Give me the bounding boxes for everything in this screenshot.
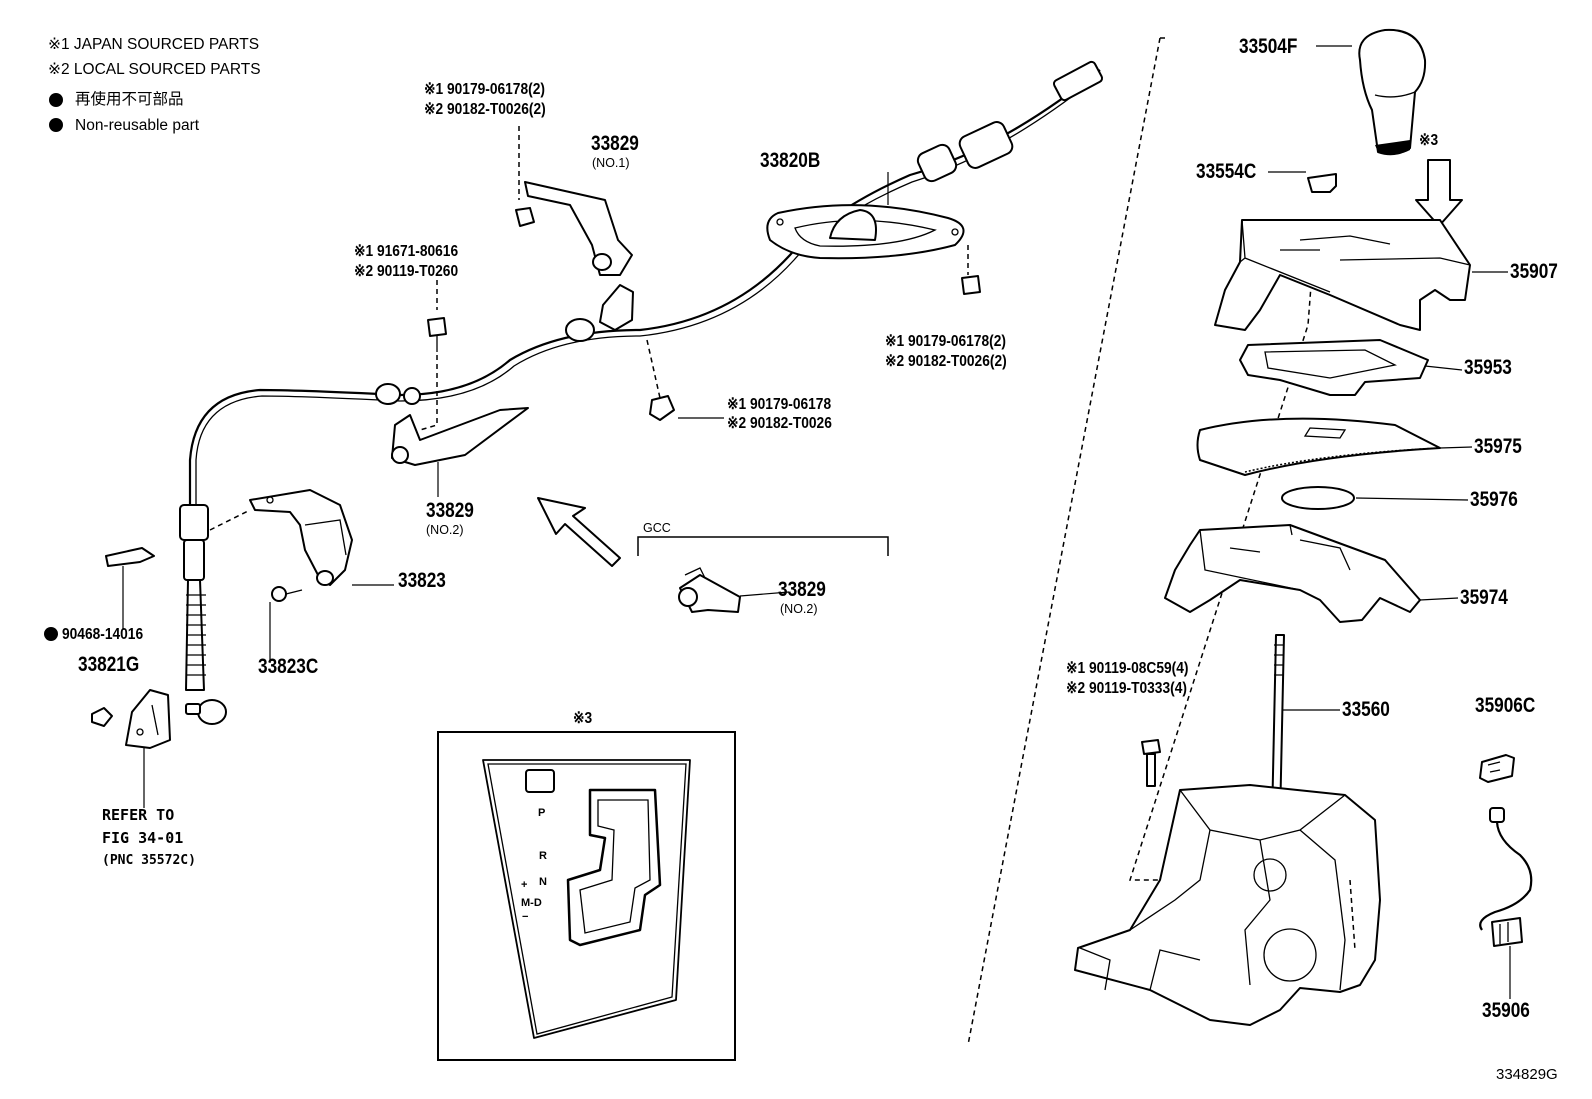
seal-35976 [1281, 486, 1355, 510]
label-33829-gcc: 33829 [778, 578, 826, 601]
clip-90468 [105, 547, 155, 567]
label-no2-gcc: (NO.2) [780, 602, 818, 616]
label-mark3-box: ※3 [573, 710, 593, 727]
legend-nonreuse-jp: 再使用不可部品 [75, 91, 184, 108]
gear-label-minus: − [522, 911, 529, 923]
shift-knob-33504f [1358, 28, 1427, 156]
label-nut2b-jp: ※1 90179-06178(2) [885, 333, 1006, 350]
figure-code: 334829G [1496, 1066, 1558, 1083]
label-no2: (NO.2) [426, 523, 464, 537]
nonreusable-dot-90468 [44, 627, 58, 641]
label-nut2a-jp: ※1 90179-06178(2) [424, 81, 545, 98]
label-33560: 33560 [1342, 698, 1390, 721]
label-bolt4-local: ※2 90119-T0333(4) [1066, 680, 1187, 697]
label-33821g: 33821G [78, 653, 140, 676]
label-refer-1: REFER TO [102, 806, 175, 824]
label-refer-2: FIG 34-01 [102, 829, 184, 847]
label-35975: 35975 [1474, 435, 1522, 458]
label-33829-no1: 33829 [591, 132, 639, 155]
label-no1: (NO.1) [592, 156, 630, 170]
shift-gate-pattern [566, 788, 662, 947]
label-33829-no2: 33829 [426, 499, 474, 522]
label-nut-jp: ※1 90179-06178 [727, 396, 832, 413]
gear-label-n: N [539, 876, 547, 888]
label-gcc: GCC [643, 521, 671, 535]
label-nut2a-local: ※2 90182-T0026(2) [424, 101, 546, 118]
bracket-33829-no1 [524, 181, 633, 276]
nonreusable-dot-jp [49, 93, 63, 107]
inset-shift-pattern-box [437, 731, 736, 1061]
gear-label-r: R [539, 850, 547, 862]
label-35906: 35906 [1482, 999, 1530, 1022]
label-33823c: 33823C [258, 655, 319, 678]
slide-cover-35975 [1196, 417, 1441, 476]
legend-nonreuse-en: Non-reusable part [75, 117, 200, 134]
legend-japan: ※1 JAPAN SOURCED PARTS [48, 36, 260, 53]
label-bolt-jp: ※1 91671-80616 [354, 243, 459, 260]
label-90468: 90468-14016 [62, 626, 144, 643]
view-direction-arrow [537, 497, 621, 567]
label-35974: 35974 [1460, 586, 1508, 609]
label-refer-3: (PNC 35572C) [102, 853, 196, 868]
bracket-33823 [249, 489, 353, 586]
shift-bezel-35907 [1214, 219, 1471, 331]
label-33554c: 33554C [1196, 160, 1257, 183]
label-bolt-local: ※2 90119-T0260 [354, 263, 459, 280]
label-33504f: 33504F [1239, 35, 1298, 58]
gcc-group-bracket [637, 536, 889, 556]
housing-cover-35974 [1164, 524, 1421, 623]
label-bolt4-jp: ※1 90119-08C59(4) [1066, 660, 1189, 677]
label-nut2b-local: ※2 90182-T0026(2) [885, 353, 1007, 370]
label-35906c: 35906C [1475, 694, 1536, 717]
label-35907: 35907 [1510, 260, 1558, 283]
exploded-group-boundary [967, 37, 1165, 1046]
shift-cable [188, 69, 1101, 510]
label-33823: 33823 [398, 569, 446, 592]
gear-label-md: M-D [521, 897, 542, 909]
label-nut-local: ※2 90182-T0026 [727, 415, 832, 432]
gear-label-p: P [538, 807, 546, 819]
label-33820b: 33820B [760, 149, 821, 172]
nonreusable-dot-en [49, 118, 63, 132]
bracket-33829-no2 [391, 407, 529, 466]
label-mark3-top: ※3 [1419, 132, 1439, 149]
gear-label-plus: + [521, 879, 528, 891]
legend-local: ※2 LOCAL SOURCED PARTS [48, 61, 261, 78]
shift-housing-base [1074, 784, 1381, 1026]
view-3-arrow [1415, 159, 1463, 227]
label-35976: 35976 [1470, 488, 1518, 511]
plate-35953 [1239, 339, 1429, 396]
label-35953: 35953 [1464, 356, 1512, 379]
